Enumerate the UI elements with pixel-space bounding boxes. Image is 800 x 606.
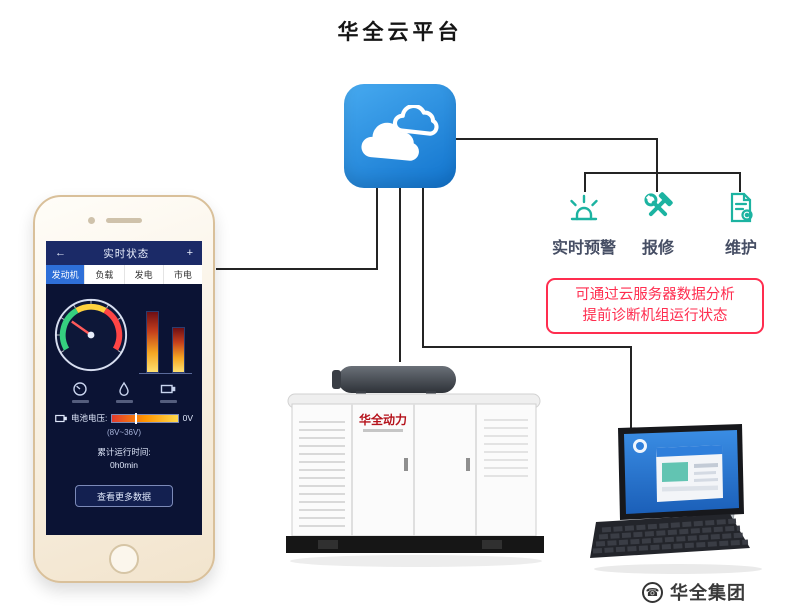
sensor-icon-row: [46, 381, 202, 403]
connector-line: [630, 346, 632, 432]
app-tab-bar: 发动机 负载 发电 市电: [46, 265, 202, 284]
gauge-and-bars: [46, 284, 202, 374]
mini-gauge-icon: [73, 382, 87, 396]
app-screen: ← 实时状态 + 发动机 负载 发电 市电: [46, 241, 202, 535]
feature-maintain: 维护: [695, 190, 787, 258]
battery-icon: [55, 414, 67, 422]
cloud-platform-tile: [344, 84, 456, 188]
sensor-speed: [71, 381, 89, 403]
droplet-icon: [119, 381, 129, 396]
app-title: 实时状态: [103, 247, 150, 260]
bar-value-1: [146, 311, 159, 373]
phone-home-button[interactable]: [109, 544, 139, 574]
phone-speaker: [106, 218, 142, 223]
battery-voltage-row: 电池电压: 0V: [46, 412, 202, 424]
sensor-battery: [159, 381, 177, 403]
phone-icon: ☎: [642, 581, 663, 603]
tab-engine[interactable]: 发动机: [46, 265, 86, 284]
runtime-value: 0h0min: [110, 460, 138, 470]
rpm-gauge: [54, 298, 128, 372]
bar-value-2: [172, 327, 185, 373]
note-line-2: 提前诊断机组运行状态: [582, 308, 728, 324]
battery-icon: [160, 384, 176, 394]
company-logo: ☎ 华全集团: [642, 579, 746, 605]
laptop: [590, 424, 762, 574]
connector-line: [422, 346, 632, 348]
connector-line: [584, 172, 741, 174]
door-seams: [351, 404, 477, 536]
battery-label: 电池电压:: [71, 413, 108, 423]
louver-vents-left: [299, 421, 345, 527]
webpage-image: [662, 462, 688, 482]
louver-vents-right: [484, 419, 528, 477]
feature-label: 实时预警: [551, 240, 616, 257]
webpage-header: [656, 445, 723, 457]
view-more-button[interactable]: 查看更多数据: [75, 485, 173, 507]
note-line-1: 可通过云服务器数据分析: [575, 287, 735, 303]
generator-base: [286, 536, 544, 553]
app-header: ← 实时状态 +: [46, 241, 202, 265]
sensor-oil: [115, 381, 133, 403]
laptop-shadow: [594, 564, 762, 574]
alarm-siren-icon: [570, 194, 598, 221]
connector-line: [376, 186, 378, 270]
runtime-label: 累计运行时间:: [97, 447, 151, 457]
tab-mains[interactable]: 市电: [173, 270, 192, 280]
generator-brand: 华全动力: [359, 412, 407, 427]
cloud-icon: [361, 105, 439, 161]
battery-value: 0V: [182, 413, 193, 423]
connector-line: [216, 268, 378, 270]
muffler: [338, 366, 456, 393]
connector-line: [584, 172, 586, 192]
battery-gradient-bar: [111, 412, 179, 424]
crossed-tools-icon: [644, 192, 673, 217]
tab-load[interactable]: 负载: [85, 265, 125, 284]
bar-chart: [139, 300, 192, 374]
feature-label: 报修: [641, 240, 674, 257]
connector-line: [739, 172, 741, 192]
door-handle: [466, 458, 470, 471]
generator-shadow: [290, 555, 542, 567]
add-icon[interactable]: +: [186, 247, 193, 259]
connector-line: [456, 138, 658, 140]
back-icon[interactable]: ←: [55, 247, 66, 259]
brand-subtext: [363, 429, 403, 432]
connector-line: [422, 186, 424, 348]
runtime-block: 累计运行时间: 0h0min: [46, 446, 202, 472]
smartphone: ← 实时状态 + 发动机 负载 发电 市电: [33, 195, 215, 583]
feature-warning: 实时预警: [538, 190, 630, 258]
key-rows: [592, 518, 749, 554]
generator-unit: 华全动力: [286, 366, 544, 567]
phone-camera-dot: [88, 217, 95, 224]
tab-genset[interactable]: 发电: [125, 265, 164, 284]
analysis-note: 可通过云服务器数据分析 提前诊断机组运行状态: [546, 278, 764, 334]
door-handle: [404, 458, 408, 471]
connector-line: [399, 186, 401, 362]
page-title: 华全云平台: [337, 21, 463, 44]
connector-line: [656, 138, 658, 174]
feature-label: 维护: [724, 240, 757, 257]
battery-range: (8V~36V): [106, 428, 142, 437]
maintenance-doc-icon: [730, 192, 753, 223]
connector-line: [656, 172, 658, 192]
company-name: 华全集团: [670, 583, 746, 603]
feature-repair: 报修: [612, 190, 704, 258]
